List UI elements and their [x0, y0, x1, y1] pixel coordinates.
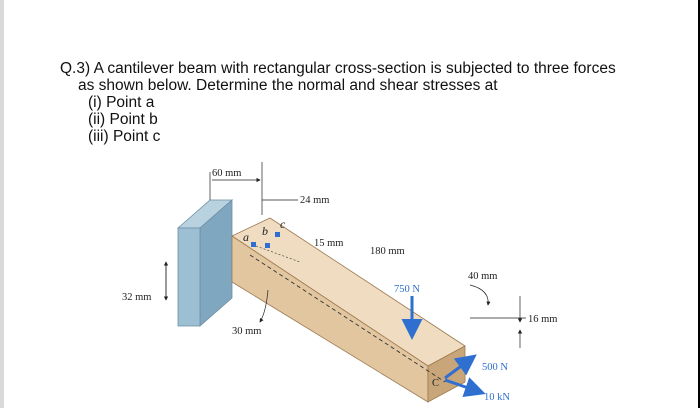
question-number: Q.3)	[60, 60, 91, 77]
right-frame-edge	[698, 0, 700, 408]
dim-60mm-label: 60 mm	[212, 168, 241, 179]
point-b-item: (ii) Point b	[88, 111, 158, 128]
question-line-1: Q.3) A cantilever beam with rectangular …	[60, 60, 680, 77]
dimension-lines	[163, 162, 526, 348]
point-c-marker	[275, 232, 280, 237]
point-a-marker	[251, 242, 256, 247]
dim-180mm-label: 180 mm	[370, 246, 405, 257]
dim-15mm-label: 15 mm	[314, 238, 343, 249]
force-10kn-arrow	[444, 377, 486, 398]
beam-centerline	[249, 254, 446, 383]
force-500n-arrow	[444, 354, 477, 380]
dim-30mm-label: 30 mm	[232, 326, 261, 337]
point-c-item: (iii) Point c	[88, 128, 161, 145]
dim-24mm-label: 24 mm	[300, 195, 329, 206]
wall-support	[176, 199, 234, 327]
point-a-item: (i) Point a	[88, 94, 155, 111]
point-markers	[251, 232, 301, 263]
force-750n-label: 750 N	[394, 284, 420, 295]
point-b-marker	[265, 243, 270, 248]
question-block: Q.3) A cantilever beam with rectangular …	[60, 60, 680, 145]
dim-16mm-label: 16 mm	[528, 314, 557, 325]
dim-40mm-label: 40 mm	[468, 271, 497, 282]
point-C-label: C	[432, 378, 439, 389]
forces	[401, 296, 486, 398]
force-10kn-label: 10 kN	[484, 392, 510, 403]
question-text-1: A cantilever beam with rectangular cross…	[93, 60, 616, 77]
left-frame-edge	[0, 0, 4, 408]
force-500n-label: 500 N	[482, 362, 508, 373]
point-b-label: b	[262, 224, 268, 238]
dim-32mm-label: 32 mm	[122, 292, 151, 303]
question-text-2: as shown below. Determine the normal and…	[78, 77, 498, 94]
point-c-label: c	[280, 217, 286, 231]
point-a-label: a	[243, 230, 249, 244]
